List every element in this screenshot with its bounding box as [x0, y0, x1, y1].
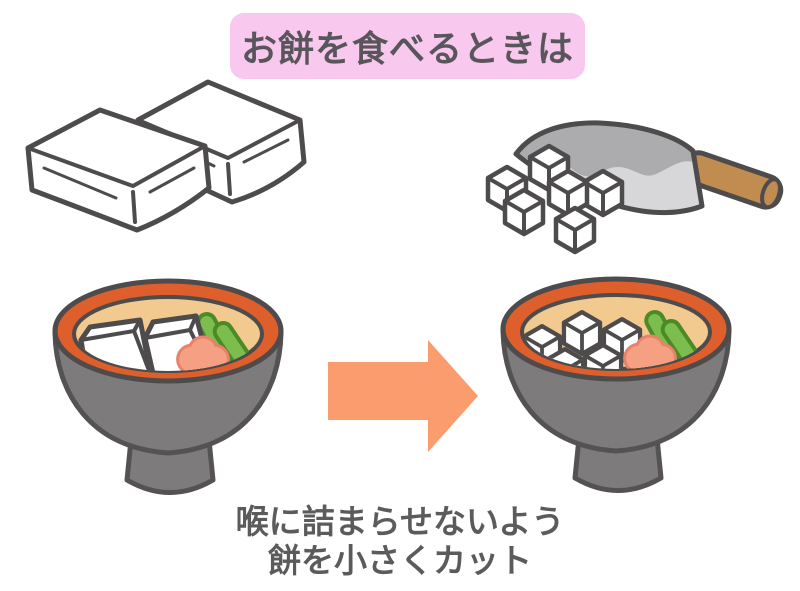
bowl-large-mochi: [52, 278, 284, 495]
mochi-block-left: [25, 107, 212, 233]
caption-line-1: 喉に詰まらせないよう: [235, 503, 565, 540]
title-text: お餅を食べるときは: [240, 28, 574, 69]
arrow-right-icon: [328, 340, 478, 452]
bowl-small-mochi: [500, 276, 732, 493]
mochi-blocks-illustration: [25, 79, 307, 233]
knife-cutting-illustration: [488, 120, 784, 252]
caption-line-2: 餅を小さくカット: [268, 542, 532, 579]
caption: 喉に詰まらせないよう 餅を小さくカット: [0, 502, 800, 580]
title-banner: お餅を食べるときは: [230, 13, 585, 79]
knife-blade: [513, 120, 705, 215]
